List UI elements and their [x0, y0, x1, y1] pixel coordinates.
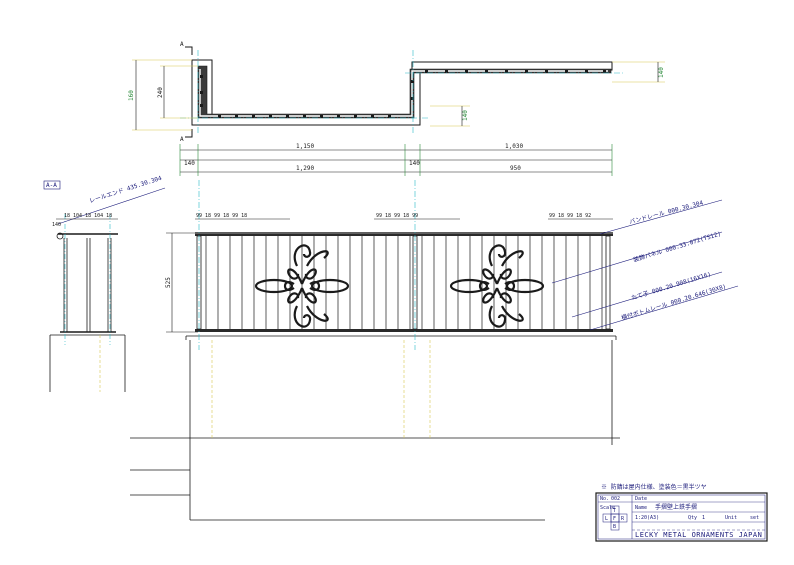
tb-unit-value: set	[750, 515, 759, 521]
tb-no-value: 002	[611, 496, 620, 502]
plan-dim-row3-right: 950	[510, 165, 521, 172]
plan-dim-row3-left: 1,290	[296, 165, 314, 172]
tb-lfr-bottom: B	[613, 524, 616, 530]
section-view	[43, 180, 166, 392]
tb-qty-value: 1	[702, 515, 705, 521]
bottom-rail	[195, 329, 613, 332]
section-marker-bottom: A	[180, 136, 184, 143]
tb-lfr-left: L	[605, 516, 608, 522]
tb-scale-label: Scale	[600, 505, 615, 511]
tb-date-label: Date	[635, 496, 647, 502]
elevation-view	[130, 180, 739, 521]
tb-scale-value: 1:20(A3)	[635, 515, 659, 521]
section-rail-end-label: レールエンド 435.30.304	[88, 175, 163, 205]
tb-lfr-front: F	[613, 516, 616, 522]
tb-lfr-right: R	[621, 516, 625, 522]
plan-dim-row2-right: 140	[409, 160, 420, 167]
plan-dim-row1-left: 1,150	[296, 143, 314, 150]
elevation-height-dim: 525	[165, 277, 172, 288]
section-tag-box	[43, 180, 61, 190]
plan-dim-right-top: 140	[658, 67, 665, 78]
tb-name-label: Name	[635, 505, 647, 511]
elevation-balusters	[205, 236, 603, 329]
title-block	[595, 492, 768, 542]
tb-qty-label: Qty	[688, 515, 697, 521]
section-marker-top: A	[180, 41, 184, 48]
tb-no-label: No.	[600, 496, 609, 502]
plan-rail	[197, 65, 612, 119]
elevation-spacing-1: 99 18 99 18 99 18	[196, 213, 247, 219]
plan-view	[180, 46, 625, 138]
callout-ornament-panel: 装飾パネル 000.33.072(TS12)	[632, 230, 722, 264]
plan-dim-row1-right: 1,030	[505, 143, 523, 150]
plan-balusters	[200, 70, 606, 118]
plan-dim-right-mid: 140	[462, 110, 469, 121]
top-handrail	[195, 232, 613, 236]
plan-dim-row2-left: 140	[184, 160, 195, 167]
ornament-panel-left	[254, 244, 350, 328]
section-tag: A-A	[46, 182, 57, 189]
tb-lfr-top: T	[613, 508, 616, 514]
callout-handrail: バンドレール 000.30.304	[629, 199, 705, 226]
elevation-spacing-2: 99 18 99 18 99	[376, 213, 418, 219]
tb-name-value: 手摺壁上鉄手摺	[655, 503, 697, 511]
section-small-dim: 140	[52, 222, 61, 228]
tb-unit-label: Unit	[725, 515, 737, 521]
tb-company: LECKY METAL ORNAMENTS JAPAN	[635, 531, 762, 539]
ornament-panel-right	[449, 244, 545, 328]
plan-dim-left-inner: 240	[157, 87, 164, 98]
elevation-spacing-3: 99 18 99 18 92	[549, 213, 591, 219]
plan-dim-left-outer: 160	[128, 90, 135, 101]
section-spacing: 18 104 18 104 18	[64, 213, 112, 219]
finish-note: ※ 防錆は屋内仕様、塗装色＝黒半ツヤ	[601, 483, 707, 491]
